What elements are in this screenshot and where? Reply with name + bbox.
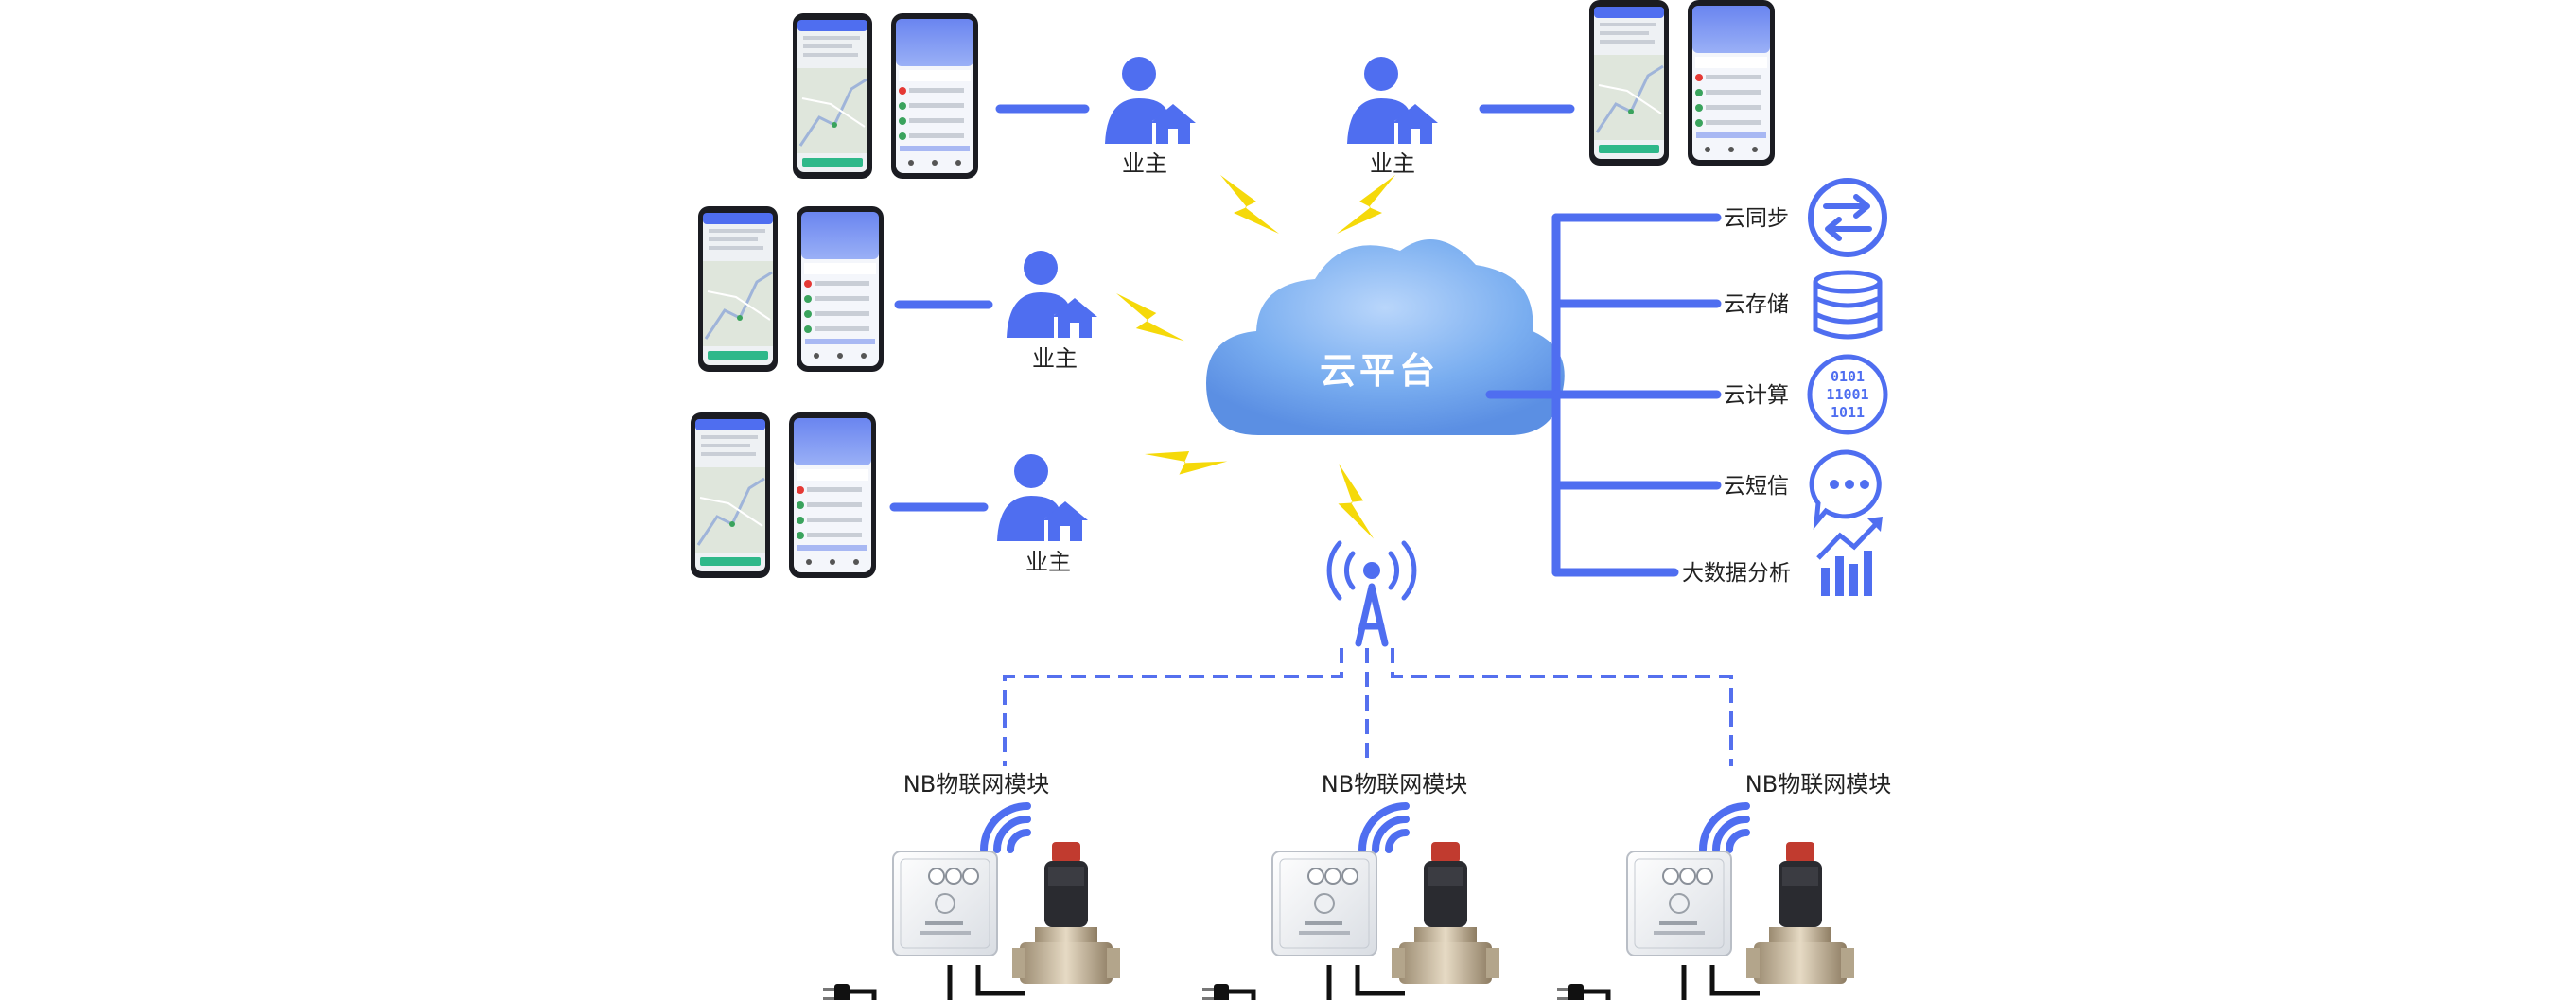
- service-label: 大数据分析: [1682, 561, 1791, 586]
- owner-icon: [1347, 57, 1438, 144]
- service-storage: 云存储: [1724, 270, 1883, 340]
- lightning-icon: [1145, 416, 1228, 500]
- binary-line: 0101: [1831, 368, 1865, 385]
- owner-icon: [1105, 57, 1196, 144]
- lightning-icon: [1337, 175, 1395, 234]
- cloud-label: 云平台: [1320, 350, 1439, 392]
- app-phones-owner-4: [689, 411, 878, 580]
- lightning-icon: [1220, 175, 1279, 234]
- gas-detector-valve-device: [1202, 842, 1499, 1000]
- service-label: 云同步: [1724, 206, 1789, 231]
- module-label: NB物联网模块: [1322, 771, 1467, 798]
- service-sms: 云短信: [1724, 449, 1882, 530]
- lightning-icon: [1116, 283, 1184, 352]
- owner-label: 业主: [1025, 549, 1071, 575]
- cloud-platform: 云平台: [1206, 239, 1565, 435]
- owner-label: 业主: [1032, 345, 1078, 372]
- module-label: NB物联网模块: [903, 771, 1049, 798]
- service-compute: 云计算 0101 11001 1011: [1724, 354, 1888, 435]
- binary-line: 11001: [1826, 386, 1868, 403]
- phone-owner-connectors: [889, 104, 1575, 512]
- wifi-icon: [1362, 806, 1406, 850]
- nb-module-2: NB物联网模块: [1202, 771, 1499, 1000]
- sync-arrows-icon: [1808, 178, 1887, 257]
- owner-label: 业主: [1122, 150, 1167, 177]
- owner-label: 业主: [1370, 150, 1415, 177]
- bar-chart-icon: [1816, 517, 1883, 596]
- owner-node-4: 业主: [997, 454, 1088, 575]
- owner-node-1: 业主: [1105, 57, 1196, 177]
- dashed-links: [1003, 648, 1733, 766]
- lightning-icon: [1318, 464, 1394, 539]
- service-label: 云计算: [1724, 383, 1789, 408]
- owner-node-2: 业主: [1347, 57, 1438, 177]
- owner-icon: [1007, 251, 1097, 338]
- owner-node-3: 业主: [1007, 251, 1097, 372]
- app-phones-owner-1: [791, 11, 980, 181]
- module-label: NB物联网模块: [1745, 771, 1891, 798]
- gas-detector-valve-device: [823, 842, 1120, 1000]
- service-label: 云短信: [1724, 474, 1789, 499]
- service-tree: [1485, 213, 1722, 577]
- service-label: 云存储: [1724, 292, 1789, 317]
- database-icon: [1813, 270, 1883, 340]
- nb-module-1: NB物联网模块: [823, 771, 1120, 1000]
- owner-icon: [997, 454, 1088, 541]
- nb-module-3: NB物联网模块: [1557, 771, 1891, 1000]
- signal-tower-icon: [1326, 540, 1417, 647]
- wifi-icon: [984, 806, 1027, 850]
- binary-code-icon: 0101 11001 1011: [1807, 354, 1888, 435]
- app-phones-owner-2: [1587, 0, 1777, 167]
- cloud-icon: [1206, 239, 1565, 435]
- binary-line: 1011: [1831, 404, 1865, 421]
- wifi-icon: [1703, 806, 1746, 850]
- gas-detector-valve-device: [1557, 842, 1854, 1000]
- chat-bubble-icon: [1809, 449, 1882, 530]
- service-bigdata: 大数据分析: [1682, 517, 1883, 596]
- app-phones-owner-3: [696, 204, 885, 374]
- service-sync: 云同步: [1724, 178, 1887, 257]
